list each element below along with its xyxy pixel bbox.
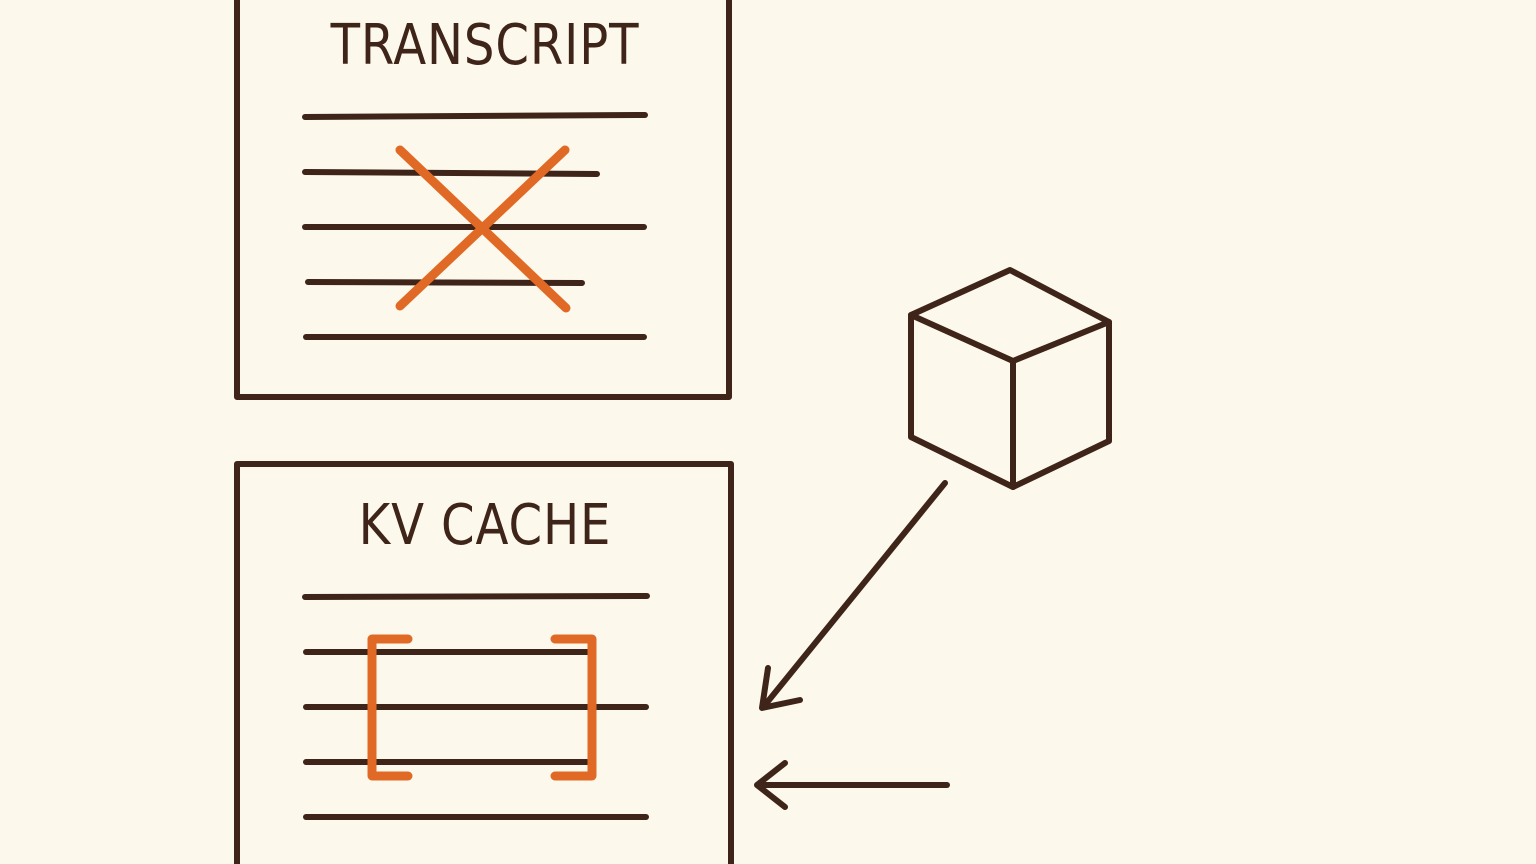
- kv-cache-title: KV CACHE: [358, 493, 612, 558]
- kv-cache-rule-1: [302, 593, 650, 600]
- kv-cache-frame: [234, 461, 734, 864]
- arrow-down-left-icon: [759, 480, 948, 711]
- cube-icon: [908, 267, 1112, 490]
- transcript-title: TRANSCRIPT: [330, 13, 640, 78]
- transcript-line-1: [302, 169, 600, 177]
- transcript-panel: [234, 0, 732, 400]
- arrow-left-icon: [754, 760, 950, 810]
- transcript-frame: [234, 0, 732, 400]
- kv-cache-panel: [234, 461, 734, 864]
- bracket-highlight-icon: [367, 634, 597, 781]
- transcript-rule-1: [302, 112, 648, 120]
- left-bracket: [367, 634, 413, 781]
- cross-mark-icon: [395, 145, 571, 313]
- right-bracket: [550, 634, 597, 781]
